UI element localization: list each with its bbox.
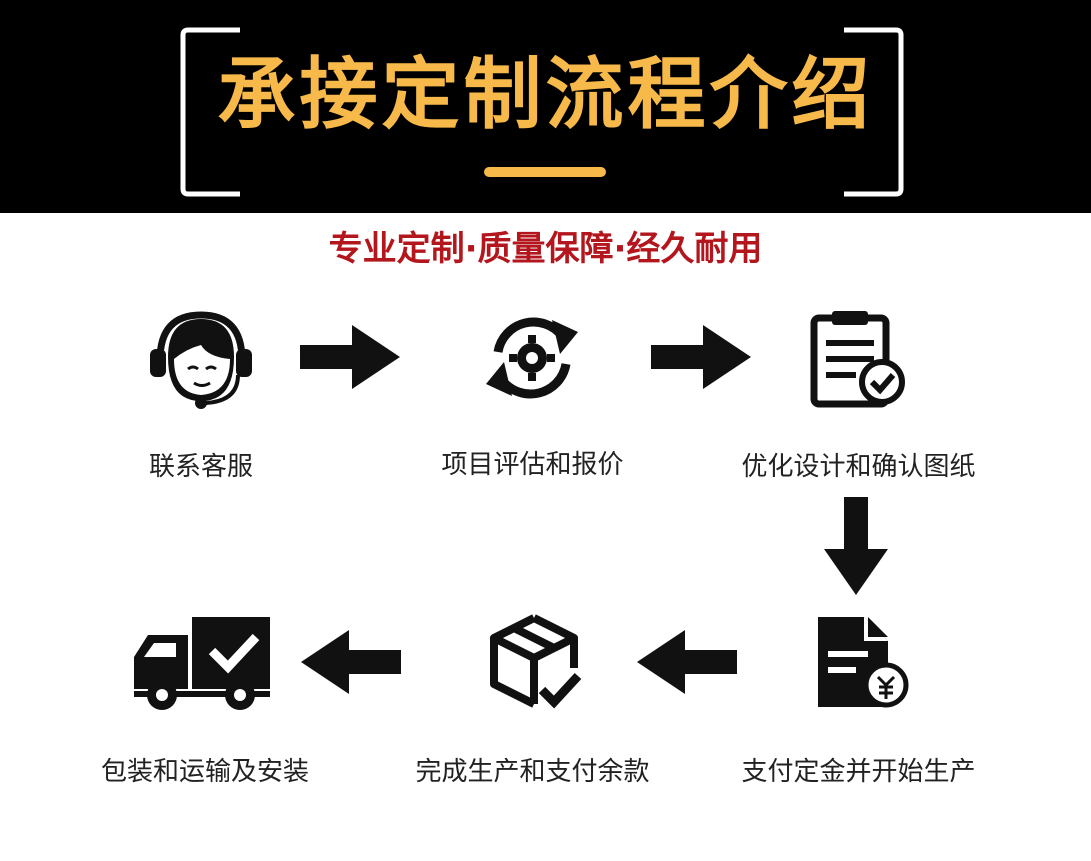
page-subtitle: 专业定制·质量保障·经久耐用: [328, 229, 763, 269]
customer-service-icon: [146, 305, 256, 414]
title-underline: [484, 167, 606, 177]
step-label-4: 支付定金并开始生产: [741, 757, 976, 787]
delivery-truck-icon: [132, 613, 272, 717]
title-frame: [180, 27, 904, 197]
document-payment-icon: [812, 615, 912, 714]
clipboard-check-icon: [808, 308, 908, 412]
arrow-left-2: [301, 630, 401, 698]
step-label-6: 包装和运输及安装: [100, 757, 309, 787]
step-label-5: 完成生产和支付余款: [415, 757, 650, 787]
step-label-3: 优化设计和确认图纸: [741, 452, 976, 482]
arrow-down: [824, 497, 888, 599]
arrow-right-2: [651, 325, 751, 393]
evaluate-cycle-icon: [482, 308, 582, 412]
header-banner: 承接定制流程介绍: [0, 0, 1091, 213]
arrow-left-1: [637, 630, 737, 698]
page-title: 承接定制流程介绍: [217, 50, 874, 140]
step-label-2: 项目评估和报价: [441, 450, 624, 480]
arrow-right-1: [300, 325, 400, 393]
package-check-icon: [484, 612, 584, 716]
step-label-1: 联系客服: [148, 452, 253, 482]
